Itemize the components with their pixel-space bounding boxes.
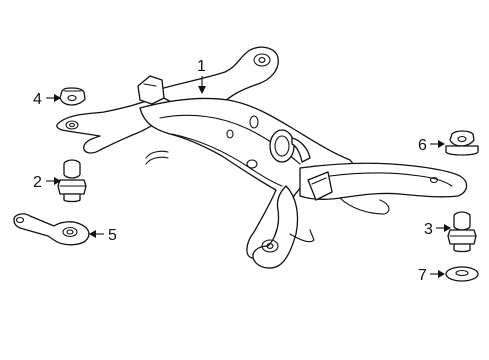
callout-4: 4 <box>33 91 42 108</box>
callout-2: 2 <box>33 174 42 191</box>
callout-6: 6 <box>418 137 427 154</box>
callout-labels: 1 4 2 5 6 3 7 <box>33 58 433 284</box>
callout-1: 1 <box>197 58 206 75</box>
callout-3: 3 <box>424 221 433 238</box>
callout-leaders <box>46 76 451 278</box>
callout-5: 5 <box>108 227 117 244</box>
callout-7: 7 <box>418 267 427 284</box>
part-2-bushing <box>57 159 87 203</box>
part-4-stopper-nut <box>59 87 86 106</box>
subframe <box>56 46 468 269</box>
part-7-washer <box>445 266 479 282</box>
part-3-bushing <box>447 211 477 253</box>
part-5-bracket <box>13 213 90 246</box>
part-6-stopper-nut <box>445 130 479 156</box>
